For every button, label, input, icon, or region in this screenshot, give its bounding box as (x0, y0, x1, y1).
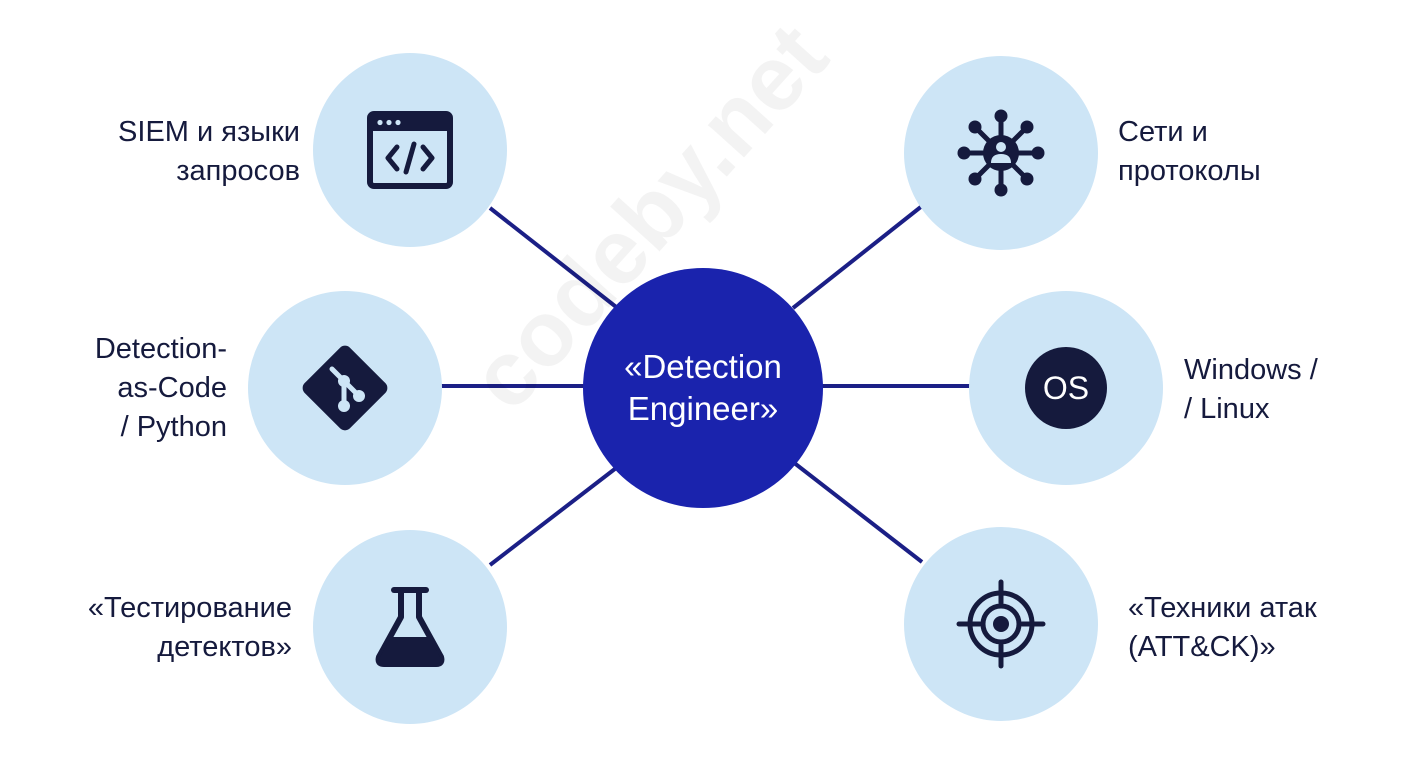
label-os-line-1: Windows / (1184, 354, 1318, 386)
label-networks-line-1: Сети и (1118, 116, 1208, 148)
label-attack-line-1: «Техники атак (1128, 592, 1317, 624)
label-networks-line-2: протоколы (1118, 155, 1261, 187)
label-testing-line-2: детектов» (157, 631, 292, 663)
label-attack: «Техники атак (ATT&CK)» (1128, 589, 1317, 667)
label-dac-line-1: Detection- (94, 333, 227, 365)
os-icon: OS (1025, 347, 1107, 429)
connector-networks (791, 204, 924, 310)
label-siem-line-1: SIEM и языки (118, 116, 300, 148)
center-node: «Detection Engineer» (583, 268, 823, 508)
label-os: Windows / / Linux (1184, 351, 1318, 429)
connector-attack (791, 460, 924, 564)
connector-testing (488, 463, 622, 567)
skill-node-networks (904, 56, 1098, 250)
skill-node-dac (248, 291, 442, 485)
label-dac-line-3: / Python (120, 411, 227, 443)
label-dac-line-2: as-Code (117, 372, 227, 404)
center-title-line-2: Engineer» (627, 390, 779, 427)
label-attack-line-2: (ATT&CK)» (1128, 631, 1276, 663)
network-hub-icon (957, 109, 1045, 197)
skill-node-testing (313, 530, 507, 724)
code-window-icon (367, 111, 453, 189)
label-siem: SIEM и языки запросов (118, 113, 300, 191)
label-os-line-2: / Linux (1184, 393, 1270, 425)
label-siem-line-2: запросов (176, 155, 300, 187)
label-dac: Detection- as-Code / Python (95, 330, 227, 447)
label-networks: Сети и протоколы (1118, 113, 1261, 191)
connector-siem (488, 206, 622, 312)
skill-node-siem (313, 53, 507, 247)
flask-icon (375, 587, 445, 667)
label-testing: «Тестирование детектов» (88, 589, 292, 667)
center-title-line-1: «Detection (624, 348, 782, 385)
skill-node-os: OS (969, 291, 1163, 485)
os-icon-text: OS (1043, 370, 1089, 406)
skill-node-attack (904, 527, 1098, 721)
git-icon (302, 345, 388, 431)
target-icon (956, 579, 1046, 669)
label-testing-line-1: «Тестирование (87, 592, 292, 624)
